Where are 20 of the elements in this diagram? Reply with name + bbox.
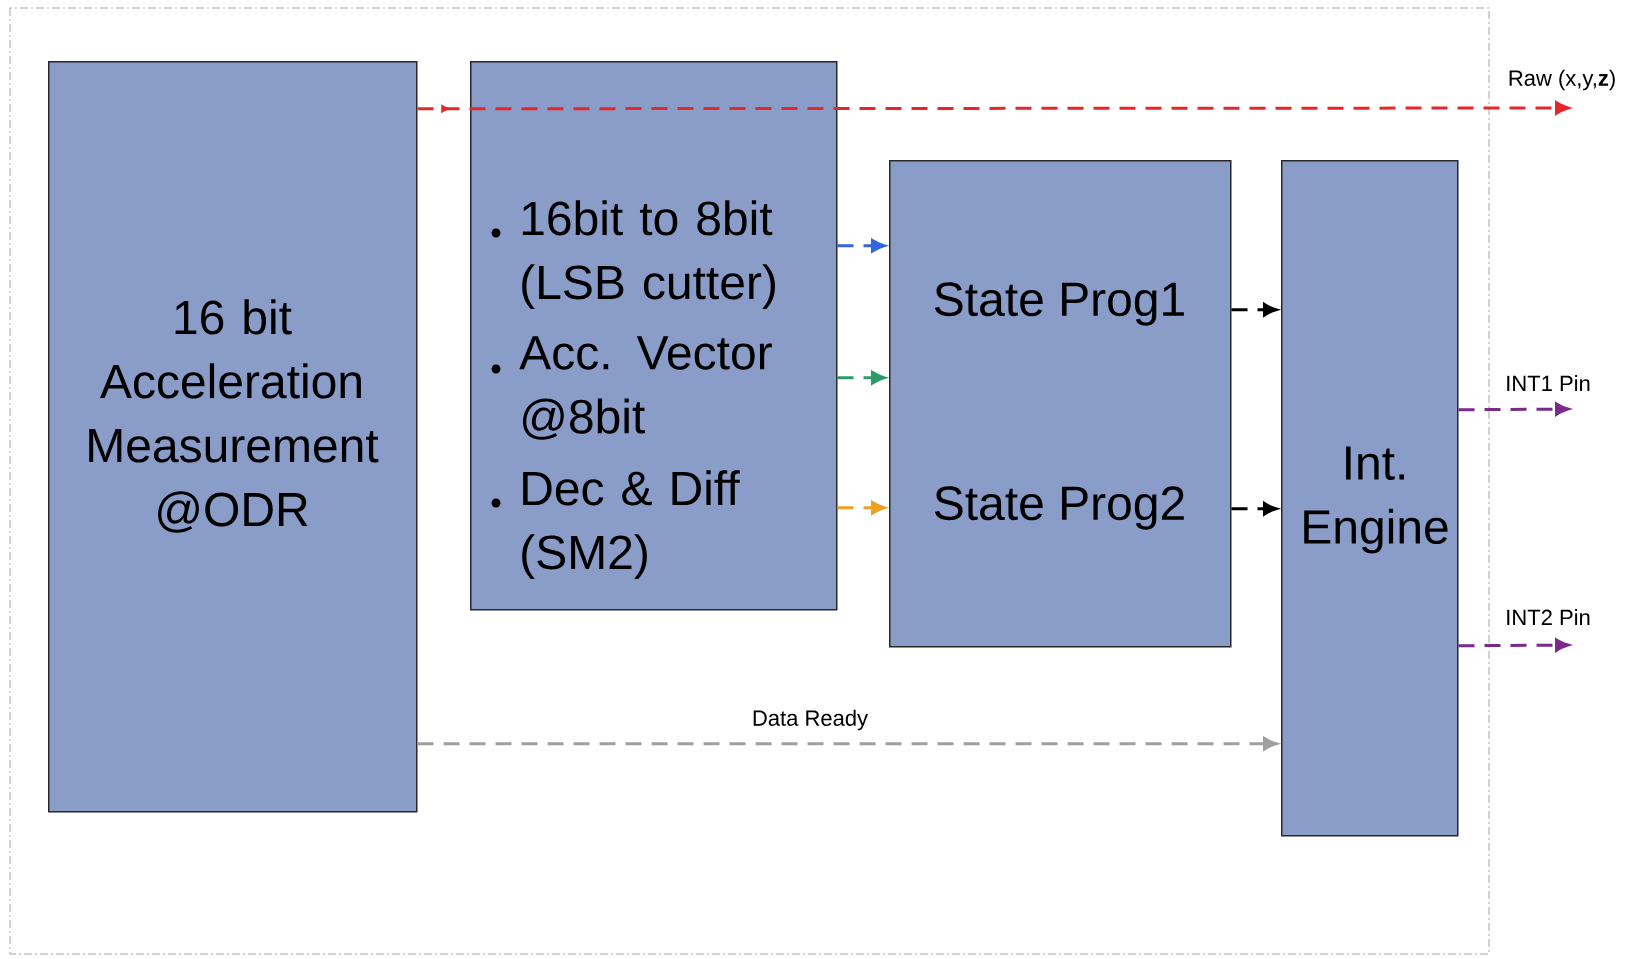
arrow: [417, 101, 1570, 115]
arrow: [1458, 402, 1570, 416]
edge-label: INT2 Pin: [1504, 608, 1592, 626]
arrow: [1231, 502, 1278, 516]
measurement-box: 16 bit Acceleration Measurement @ODR: [48, 61, 418, 813]
list-item: Acc. Vector @8bit: [491, 336, 772, 440]
edge-label: Data Ready: [750, 708, 870, 732]
edge-label: Raw (x,y,z): [1506, 68, 1618, 92]
edge-label: INT1 Pin: [1504, 374, 1592, 392]
box-label: State Prog2: [934, 486, 1184, 530]
interrupt-engine-box: Int. Engine: [1281, 160, 1459, 837]
list-item: Dec & Diff (SM2): [491, 470, 740, 579]
arrow: [837, 239, 886, 253]
arrow: [837, 501, 886, 515]
arrow: [837, 371, 886, 385]
arrow: [1231, 303, 1278, 317]
arrow: [417, 737, 1278, 751]
list-item: 16bit to 8bit (LSB cutter): [491, 200, 775, 309]
box-label: State Prog1: [934, 282, 1184, 326]
arrow: [1458, 638, 1570, 652]
